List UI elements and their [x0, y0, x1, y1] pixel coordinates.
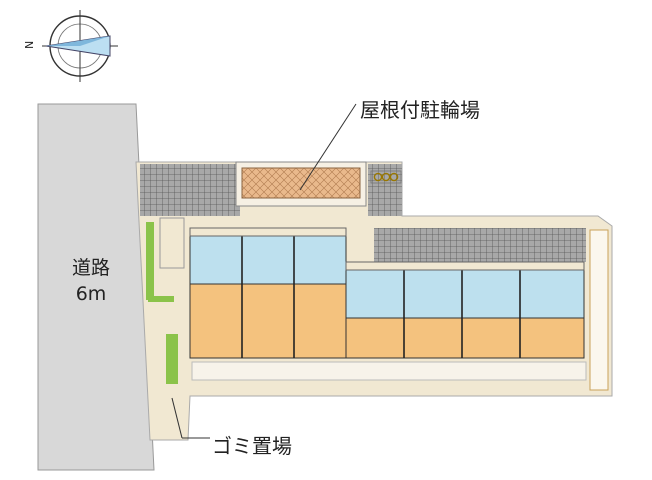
road [37, 103, 155, 471]
planting-entrance [148, 296, 174, 302]
north-letter: N [23, 41, 36, 49]
building-west [189, 227, 347, 359]
bicycle-parking-leader [299, 103, 357, 191]
front-walkway [191, 361, 587, 381]
planting-frame [159, 217, 185, 269]
garbage-leader-v [171, 397, 183, 439]
road-name: 道路 [71, 257, 110, 279]
paved-area-east [368, 164, 402, 216]
paved-area-rear [374, 228, 586, 262]
bicycle-parking-area [241, 167, 361, 199]
bicycle-parking-label: 屋根付駐輪場 [360, 98, 480, 122]
building-east [345, 261, 585, 359]
compass-icon: N [23, 10, 118, 82]
planting-left-upper [146, 222, 154, 300]
bicycle-icons [370, 170, 402, 184]
road-width: 6m [75, 283, 107, 305]
paved-area-top [140, 164, 240, 216]
planting-left-lower [166, 334, 178, 384]
east-strip [589, 229, 609, 391]
garbage-area-label: ゴミ置場 [212, 434, 292, 458]
road-label: 道路 6m [66, 255, 116, 307]
